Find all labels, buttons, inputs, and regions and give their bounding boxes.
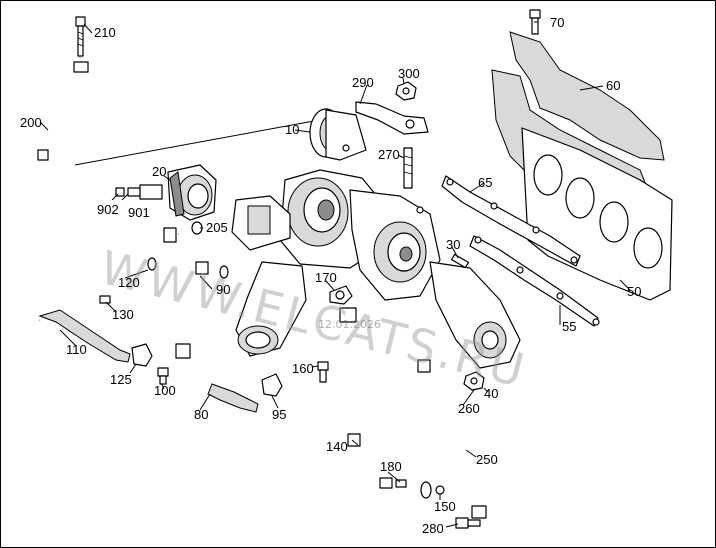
part-10-turbocharger[interactable] <box>231 108 441 357</box>
part-30-stud[interactable] <box>450 253 470 269</box>
part-100-bolt[interactable] <box>157 367 169 385</box>
callout-10[interactable]: 10 <box>285 122 300 137</box>
part-280-bolt[interactable] <box>455 517 481 529</box>
callout-110[interactable]: 110 <box>66 342 87 357</box>
part-130-bolt[interactable] <box>99 295 111 304</box>
part-270-stud[interactable] <box>403 147 413 189</box>
callout-20[interactable]: 20 <box>152 164 167 179</box>
part-200-oil-line[interactable] <box>37 53 179 250</box>
callout-290[interactable]: 290 <box>352 75 374 90</box>
part-80-hose[interactable] <box>207 383 259 413</box>
leader-lines <box>39 21 631 528</box>
part-290-bracket[interactable] <box>355 101 429 135</box>
callout-80[interactable]: 80 <box>194 407 209 422</box>
part-250-pipe[interactable] <box>417 359 487 519</box>
part-150-seal <box>435 485 445 495</box>
part-55-strip[interactable] <box>469 235 600 327</box>
callout-140[interactable]: 140 <box>326 439 348 454</box>
part-170-gasket[interactable] <box>329 285 353 305</box>
callout-130[interactable]: 130 <box>112 307 134 322</box>
part-902-plug[interactable] <box>115 187 125 197</box>
callout-901[interactable]: 901 <box>128 205 150 220</box>
callout-160[interactable]: 160 <box>292 361 314 376</box>
part-110-hose[interactable] <box>38 262 151 363</box>
callout-210[interactable]: 210 <box>94 25 116 40</box>
part-90-coolant-line[interactable] <box>175 261 229 392</box>
part-260-nut[interactable] <box>463 371 485 391</box>
callout-250[interactable]: 250 <box>476 452 498 467</box>
callout-260[interactable]: 260 <box>458 401 480 416</box>
part-300-nut[interactable] <box>395 81 417 101</box>
part-95-clamp[interactable] <box>261 373 283 397</box>
part-65-studs[interactable] <box>441 175 581 267</box>
callout-70[interactable]: 70 <box>550 15 565 30</box>
callout-180[interactable]: 180 <box>380 459 402 474</box>
callout-902[interactable]: 902 <box>97 202 119 217</box>
part-120-seal <box>147 257 157 271</box>
part-70-bolt[interactable] <box>529 9 541 35</box>
part-40-manifold-flange[interactable] <box>429 261 521 369</box>
callout-55[interactable]: 55 <box>562 319 577 334</box>
callout-95[interactable]: 95 <box>272 407 287 422</box>
callout-170[interactable]: 170 <box>315 270 337 285</box>
callout-300[interactable]: 300 <box>398 66 420 81</box>
part-901-connector[interactable] <box>127 184 163 200</box>
part-125-clamp[interactable] <box>131 343 153 367</box>
part-20-actuator[interactable] <box>167 164 217 221</box>
callout-40[interactable]: 40 <box>484 386 499 401</box>
part-180-bolt[interactable] <box>395 479 407 488</box>
part-210-bolt[interactable] <box>75 16 86 57</box>
callout-30[interactable]: 30 <box>446 237 461 252</box>
callout-150[interactable]: 150 <box>434 499 456 514</box>
callout-270[interactable]: 270 <box>378 147 400 162</box>
part-160-bolt[interactable] <box>317 361 329 383</box>
callout-125[interactable]: 125 <box>110 372 132 387</box>
callout-205[interactable]: 205 <box>206 220 228 235</box>
callout-200[interactable]: 200 <box>20 115 42 130</box>
callout-60[interactable]: 60 <box>606 78 621 93</box>
callout-50[interactable]: 50 <box>627 284 642 299</box>
leader-200-turbo <box>74 117 331 166</box>
callout-120[interactable]: 120 <box>118 275 140 290</box>
callout-65[interactable]: 65 <box>478 175 493 190</box>
part-140-return-pipe[interactable] <box>338 305 432 499</box>
callout-90[interactable]: 90 <box>216 282 231 297</box>
callout-280[interactable]: 280 <box>422 521 444 536</box>
callout-100[interactable]: 100 <box>154 383 176 398</box>
